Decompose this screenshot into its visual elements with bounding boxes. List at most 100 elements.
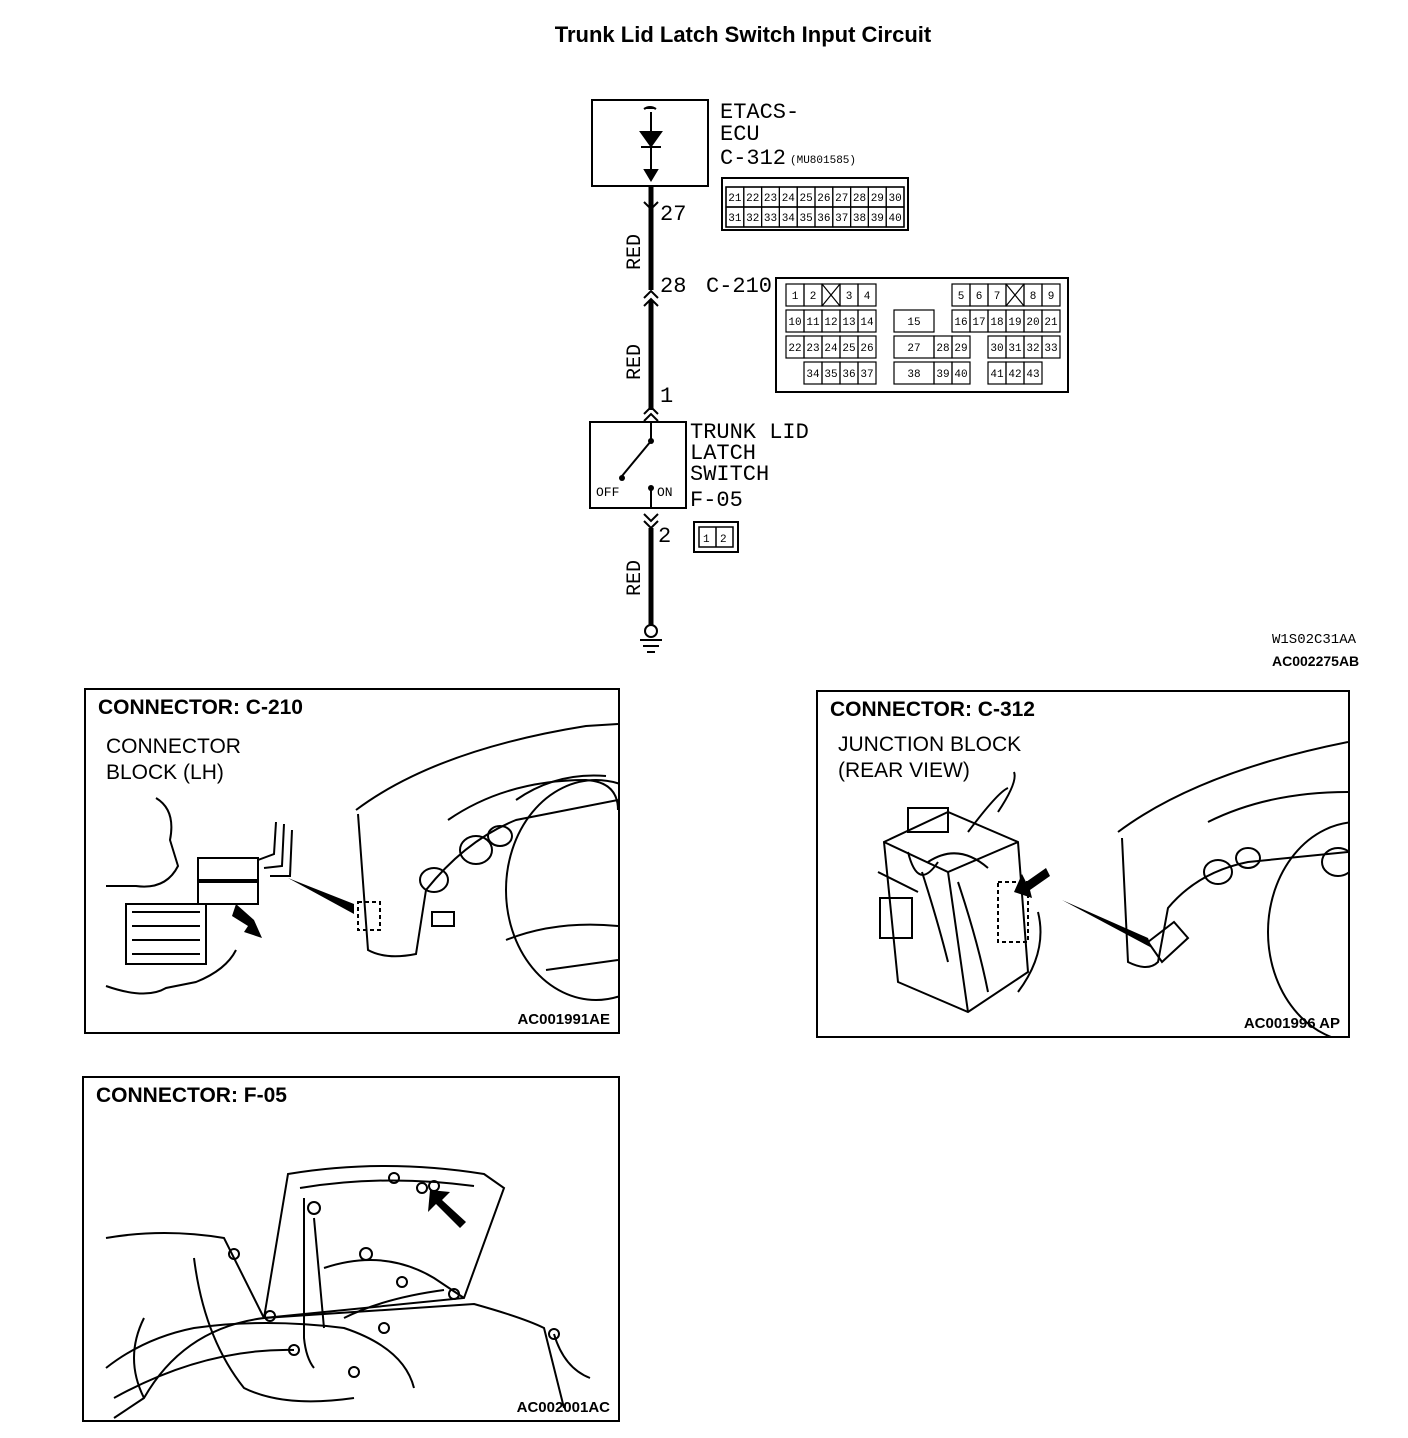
c210-pin: 38: [907, 369, 920, 381]
panel-subtitle: BLOCK (LH): [106, 761, 224, 784]
c210-pin: 33: [1044, 343, 1057, 355]
pin-number: 1: [660, 384, 673, 409]
c312-pin: 37: [835, 213, 848, 225]
ecu-name: ETACS-: [720, 100, 799, 125]
c210-pin-cell: [951, 361, 971, 385]
ground-icon: [644, 624, 658, 638]
ecu-name: ECU: [720, 122, 760, 147]
c210-pin: 6: [976, 291, 983, 303]
c210-pin: 18: [990, 317, 1003, 329]
c210-pin: 40: [954, 369, 967, 381]
panel-code: AC001991AE: [517, 1011, 610, 1028]
ecu-part: (MU801585): [790, 155, 856, 167]
c210-pin: 35: [824, 369, 837, 381]
c210-pin: 36: [842, 369, 855, 381]
c210-pin: 19: [1008, 317, 1021, 329]
c210-pin: 5: [958, 291, 965, 303]
c210-pin-cell: [1041, 309, 1061, 333]
c210-pin: 21: [1044, 317, 1058, 329]
panel-title: CONNECTOR: C-312: [830, 698, 1035, 721]
c210-pin: 7: [994, 291, 1001, 303]
c210-pin: 42: [1008, 369, 1021, 381]
c312-pin: 23: [764, 193, 777, 205]
c312-pin: 33: [764, 213, 777, 225]
c312-pin: 30: [888, 193, 901, 205]
c210-pin: 23: [806, 343, 819, 355]
c210-pin: 32: [1026, 343, 1039, 355]
c210-pin-cell: [857, 309, 877, 333]
c312-pin: 39: [871, 213, 884, 225]
c210-pin-cell: [1041, 283, 1061, 307]
c210-pin: 20: [1026, 317, 1039, 329]
panel-code: AC002001AC: [516, 1399, 610, 1416]
c312-pin: 22: [746, 193, 759, 205]
c210-pin: 2: [810, 291, 817, 303]
c210-pin: 1: [792, 291, 799, 303]
panel-subtitle: JUNCTION BLOCK: [838, 733, 1022, 756]
c210-pin: 16: [954, 317, 967, 329]
c210-pin-cell: [893, 309, 935, 333]
switch-contact: [621, 440, 652, 477]
connector-panel-c210: CONNECTOR: C-210 CONNECTOR BLOCK (LH) AC…: [84, 688, 620, 1034]
c210-pin: 11: [806, 317, 820, 329]
c312-pin: 31: [728, 213, 742, 225]
switch-name: SWITCH: [690, 462, 769, 487]
panel-subtitle: (REAR VIEW): [838, 759, 970, 782]
pin-number: 27: [660, 202, 686, 227]
diagram-code: W1S02C31AA: [1272, 632, 1357, 648]
c210-pin: 28: [936, 343, 949, 355]
c210-pin: 3: [846, 291, 853, 303]
arrow-icon: [1014, 868, 1050, 898]
c210-pin: 13: [842, 317, 855, 329]
c210-pin-cell: [1023, 361, 1043, 385]
pin-number: 28: [660, 274, 686, 299]
c210-pin: 43: [1026, 369, 1039, 381]
arrow-icon: [232, 904, 262, 938]
c312-pin: 25: [799, 193, 812, 205]
c312-pin: 27: [835, 193, 848, 205]
c210-pin: 14: [860, 317, 874, 329]
c210-pin: 31: [1008, 343, 1022, 355]
c210-pin-cell: [857, 361, 877, 385]
pointer-wedge: [1062, 900, 1152, 948]
c210-label: C-210: [706, 274, 772, 299]
connector-panel-c312: CONNECTOR: C-312 JUNCTION BLOCK (REAR VI…: [816, 690, 1350, 1038]
c210-pin: 41: [990, 369, 1004, 381]
ecu-diode-icon: [639, 106, 663, 182]
page-title: Trunk Lid Latch Switch Input Circuit: [554, 22, 932, 47]
c312-pin: 29: [871, 193, 884, 205]
c210-pin-cell: [857, 283, 877, 307]
wire-color-label: RED: [624, 560, 647, 596]
c210-pin-cell: [857, 335, 877, 359]
switch-off-label: OFF: [596, 485, 619, 500]
c210-pin: 9: [1048, 291, 1055, 303]
wire-color-label: RED: [624, 234, 647, 270]
switch-in-mark: [643, 405, 659, 422]
c210-pin: 12: [824, 317, 837, 329]
c210-pin: 37: [860, 369, 873, 381]
c312-pin: 21: [728, 193, 742, 205]
c210-pin: 15: [907, 317, 920, 329]
c312-pin: 38: [853, 213, 866, 225]
f05-location-illustration: [105, 1165, 591, 1419]
c210-location-illustration: [105, 723, 618, 1001]
c210-pin: 4: [864, 291, 871, 303]
c312-location-illustration: [877, 741, 1348, 1036]
panel-subtitle: CONNECTOR: [106, 735, 241, 758]
switch-on-label: ON: [657, 485, 673, 500]
c210-pin: 26: [860, 343, 873, 355]
c210-pin: 25: [842, 343, 855, 355]
c312-pin: 35: [799, 213, 812, 225]
c210-pin: 27: [907, 343, 920, 355]
c210-pin-cell: [951, 335, 971, 359]
diagram-code: AC002275AB: [1272, 653, 1359, 669]
c312-pin: 36: [817, 213, 830, 225]
switch-name: TRUNK LID: [690, 420, 809, 445]
switch-out-mark: [643, 513, 659, 530]
arrow-icon: [428, 1190, 466, 1228]
c312-pin: 26: [817, 193, 830, 205]
c210-pin: 34: [806, 369, 820, 381]
